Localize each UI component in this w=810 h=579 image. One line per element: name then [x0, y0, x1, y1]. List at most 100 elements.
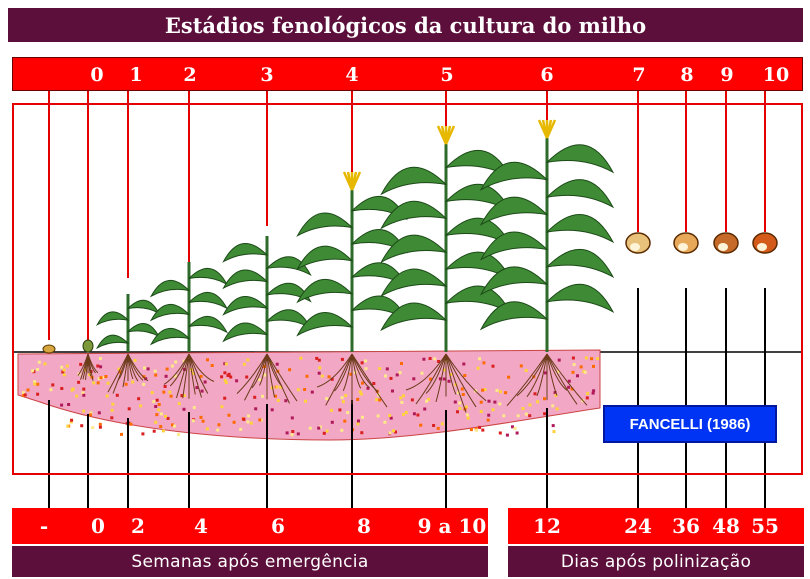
soil-speckle: [327, 375, 331, 379]
soil-speckle: [146, 367, 150, 371]
soil-speckle: [524, 412, 528, 416]
soil-speckle: [290, 416, 294, 420]
soil-speckle: [338, 408, 342, 412]
soil-speckle: [22, 394, 26, 397]
soil-speckle: [571, 370, 575, 374]
soil-speckle: [174, 360, 178, 364]
soil-speckle: [96, 381, 100, 385]
source-badge: FANCELLI (1986): [603, 405, 777, 443]
plant-leaf: [265, 256, 312, 277]
soil-speckle: [340, 357, 344, 361]
soil-speckle: [516, 414, 520, 418]
plant-leaf: [187, 316, 229, 334]
soil-speckle: [349, 372, 353, 376]
soil-speckle: [458, 401, 462, 405]
soil-speckle: [124, 382, 128, 386]
stage-number: 6: [540, 64, 554, 86]
soil-speckle: [60, 403, 64, 407]
soil-speckle: [404, 411, 408, 414]
soil-speckle: [567, 385, 571, 389]
soil-speckle: [182, 407, 186, 411]
soil-speckle: [60, 365, 64, 369]
root: [316, 353, 353, 388]
root: [266, 353, 298, 402]
soil-speckle: [195, 386, 199, 390]
soil-speckle: [261, 394, 264, 398]
soil-speckle: [476, 366, 480, 370]
soil-speckle: [493, 400, 497, 404]
soil-speckle: [33, 382, 37, 386]
soil-speckle: [253, 395, 257, 399]
soil-speckle: [463, 374, 467, 377]
root: [506, 353, 548, 407]
soil-speckle: [142, 382, 146, 386]
soil-speckle: [274, 394, 277, 398]
soil-speckle: [487, 399, 491, 403]
soil-speckle: [557, 358, 561, 362]
soil-speckle: [36, 382, 40, 386]
soil-speckle: [246, 420, 250, 424]
plant-leaf: [296, 278, 354, 304]
soil-speckle: [498, 431, 502, 435]
soil-speckle: [536, 400, 540, 404]
soil-speckle: [89, 411, 93, 415]
diagram-title: Estádios fenológicos da cultura do milho: [8, 8, 803, 42]
soil-speckle: [356, 422, 360, 426]
soil-speckle: [504, 391, 508, 395]
soil-speckle: [239, 427, 243, 431]
soil-speckle: [460, 387, 464, 391]
soil-speckle: [436, 426, 440, 430]
soil-speckle: [419, 423, 423, 427]
soil-speckle: [161, 429, 165, 433]
soil-speckle: [245, 375, 249, 379]
soil-speckle: [220, 405, 224, 409]
week-value: 2: [131, 514, 145, 538]
soil-speckle: [82, 387, 86, 391]
soil-speckle: [359, 392, 363, 396]
soil-speckle: [157, 408, 161, 412]
soil-speckle: [567, 379, 571, 383]
soil-speckle: [92, 381, 96, 385]
plant-leaf: [222, 296, 269, 316]
soil-speckle: [99, 376, 103, 380]
soil-speckle: [325, 397, 329, 401]
soil-speckle: [585, 396, 589, 400]
soil-speckle: [51, 383, 55, 387]
soil-speckle: [110, 416, 114, 420]
root: [176, 353, 190, 398]
soil-speckle: [201, 419, 205, 423]
soil-speckle: [61, 370, 65, 374]
soil-speckle: [70, 388, 74, 392]
soil-speckle: [80, 424, 84, 428]
soil-speckle: [69, 420, 73, 424]
soil-speckle: [533, 392, 537, 396]
plant-tassel: [545, 119, 557, 139]
soil-speckle: [98, 425, 102, 429]
plant-leaf: [296, 245, 354, 271]
plant-leaf: [149, 280, 191, 298]
soil-speckle: [191, 372, 195, 375]
root: [546, 353, 588, 406]
soil-speckle: [528, 403, 532, 407]
root: [445, 353, 457, 395]
soil-speckle: [67, 403, 71, 406]
root: [342, 353, 353, 391]
plant-leaf: [96, 334, 130, 350]
plant-leaf: [149, 304, 191, 322]
seed: [42, 344, 56, 354]
soil-speckle: [543, 412, 547, 416]
soil-speckle: [395, 373, 399, 377]
soil-speckle: [227, 413, 231, 417]
soil-speckle: [425, 399, 429, 403]
kernel-embryo: [718, 243, 728, 251]
soil-speckle: [591, 391, 595, 395]
kernel-embryo: [757, 243, 767, 251]
plant-leaf: [380, 268, 448, 298]
soil-speckle: [360, 361, 364, 365]
soil-speckle: [258, 418, 262, 422]
plant-leaf: [479, 196, 549, 226]
soil-speckle: [519, 364, 523, 368]
soil-speckle: [229, 375, 233, 379]
